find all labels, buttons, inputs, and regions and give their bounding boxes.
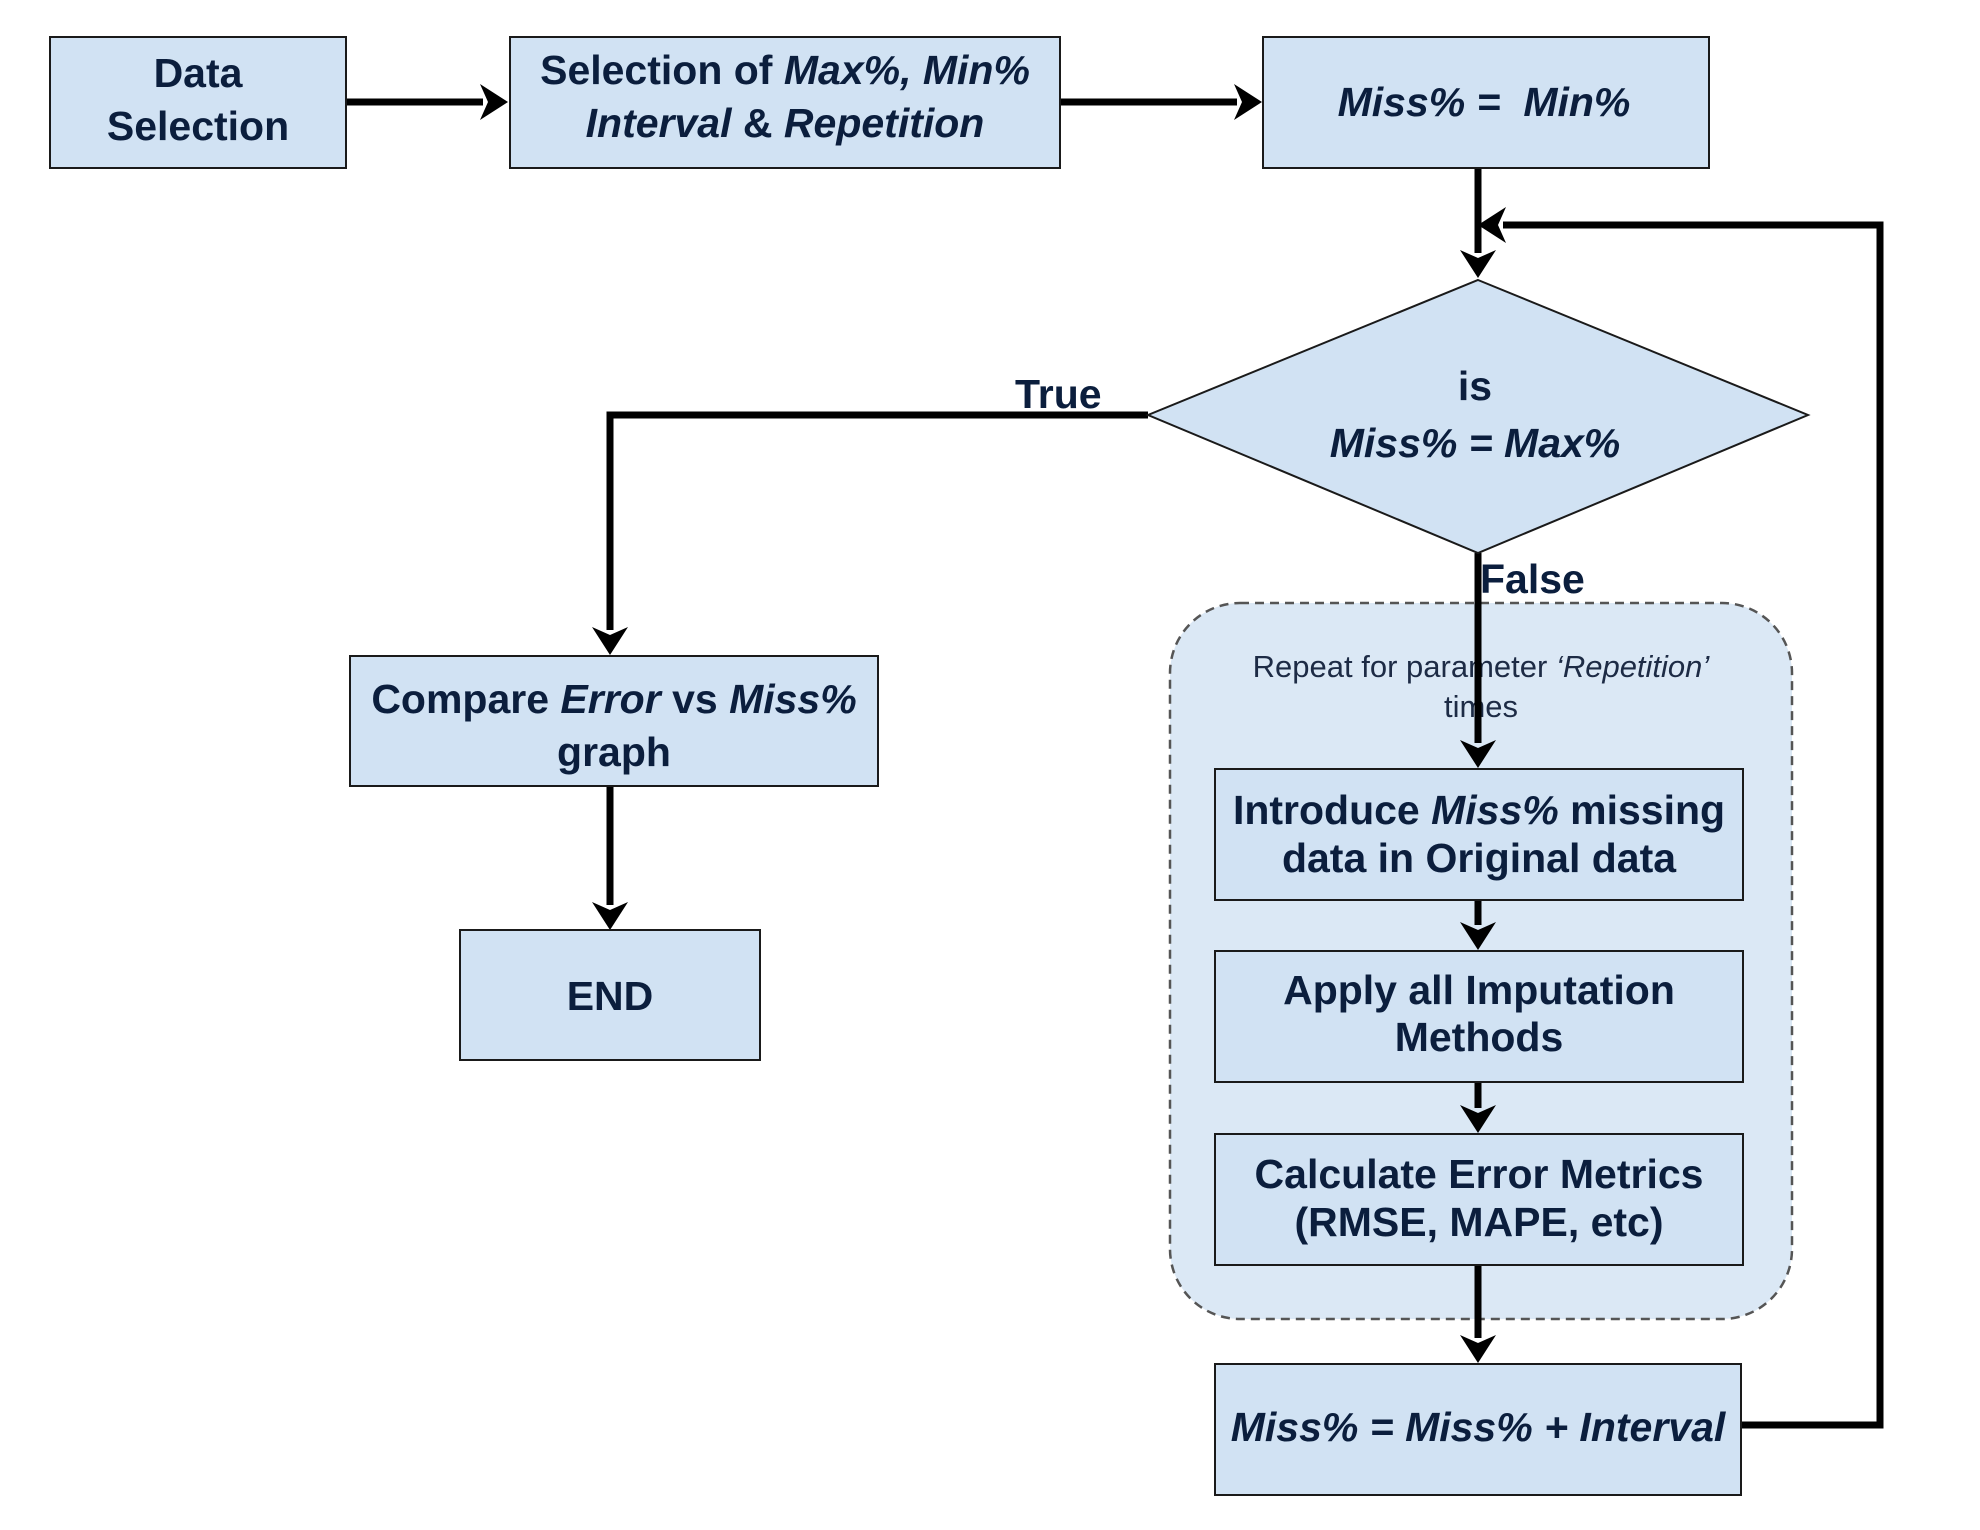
decision-label: is <box>1458 363 1492 409</box>
arrowhead <box>592 627 628 655</box>
apply-label-line2: Methods <box>1395 1014 1564 1060</box>
arrowhead <box>1460 1335 1496 1363</box>
introduce-node <box>1214 768 1744 901</box>
init-miss-label: Miss% = Min% <box>1338 79 1631 125</box>
calculate-label-line2: (RMSE, MAPE, etc) <box>1294 1199 1663 1245</box>
decision-label-line2: Miss% = Max% <box>1330 420 1621 466</box>
init-miss-node <box>1262 36 1710 169</box>
end-label: END <box>567 973 654 1019</box>
arrowhead <box>1234 84 1262 120</box>
arrowhead <box>1460 1105 1496 1133</box>
apply-label: Apply all Imputation <box>1283 967 1675 1013</box>
calculate-node <box>1214 1133 1744 1266</box>
arrowhead <box>1460 250 1496 278</box>
end-node <box>459 929 761 1061</box>
apply-node <box>1214 950 1744 1083</box>
arrowhead <box>480 84 508 120</box>
arrowhead <box>1460 740 1496 768</box>
calculate-label: Calculate Error Metrics <box>1255 1151 1704 1197</box>
edge-label-false: False <box>1480 556 1585 602</box>
compare-label-line2: graph <box>557 729 671 775</box>
introduce-label-line2: data in Original data <box>1282 835 1677 881</box>
increment-label: Miss% = Miss% + Interval <box>1231 1404 1727 1450</box>
data-selection-label: Data <box>154 50 244 96</box>
repetition-group-label: Repeat for parameter ‘Repetition’ <box>1253 649 1711 684</box>
edges <box>346 84 1884 1429</box>
data-selection-label-line2: Selection <box>107 103 289 149</box>
arrowhead <box>592 902 628 930</box>
data-selection-node <box>49 36 347 169</box>
selection-params-label-line2: Interval & Repetition <box>586 100 985 146</box>
edge-decision-true-to-compare <box>606 411 1148 630</box>
edge-increment-loop-back <box>1503 221 1884 1429</box>
arrowhead <box>1478 207 1506 243</box>
edge-label-true: True <box>1015 371 1102 417</box>
arrowhead <box>1460 922 1496 950</box>
compare-node <box>349 655 879 787</box>
introduce-label: Introduce Miss% missing <box>1233 787 1725 833</box>
compare-label: Compare Error vs Miss% <box>371 676 856 722</box>
decision-node <box>1145 278 1811 555</box>
selection-params-node <box>509 36 1061 169</box>
selection-params-label: Selection of Max%, Min% <box>540 47 1030 93</box>
increment-node <box>1214 1363 1742 1496</box>
